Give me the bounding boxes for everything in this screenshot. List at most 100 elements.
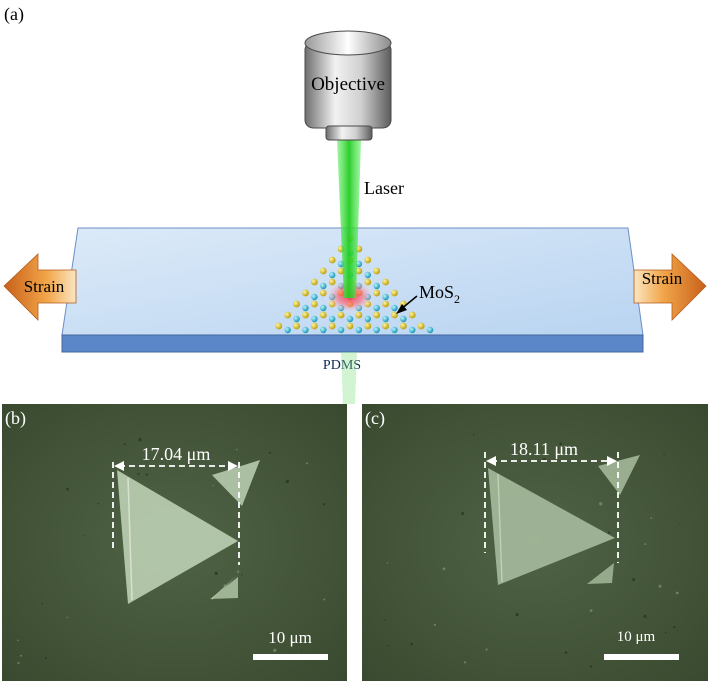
molybdenum-atom [302, 326, 309, 334]
flake-b-small-top [212, 460, 260, 506]
sulfur-atom [408, 311, 416, 319]
dust-speck [66, 616, 69, 618]
dust-speck [214, 571, 218, 575]
molybdenum-atom [382, 293, 389, 301]
molybdenum-atom [284, 326, 291, 334]
scale-bar-c-label: 10 μm [617, 629, 656, 645]
sulfur-atom [302, 289, 309, 297]
sulfur-atom [319, 311, 327, 319]
sulfur-atom [302, 311, 309, 319]
measure-c-arrowhead-right [607, 456, 617, 466]
molybdenum-atom [373, 282, 380, 290]
dust-speck [589, 609, 593, 612]
molybdenum-atom [373, 304, 380, 312]
dust-speck [564, 651, 568, 654]
mos2-pointer-head [396, 304, 407, 314]
dust-speck [20, 654, 22, 657]
laser-beam-through [341, 352, 357, 404]
measure-b-arrowhead-right [228, 461, 238, 471]
sulfur-atom [275, 322, 283, 330]
molybdenum-atom [355, 260, 363, 268]
sulfur-atom [355, 267, 363, 275]
dust-speck [464, 661, 467, 664]
molybdenum-atom [409, 326, 416, 334]
molybdenum-atom [320, 326, 327, 334]
dust-speck [17, 639, 19, 642]
sulfur-atom [382, 300, 389, 308]
dust-speck [138, 437, 142, 442]
flake-c-edge-line [497, 473, 503, 583]
flake-c-main [488, 468, 615, 585]
molybdenum-atom [391, 326, 398, 334]
dust-speck [461, 512, 465, 515]
molybdenum-atom [355, 326, 363, 334]
mos2-label: MoS2 [419, 282, 460, 306]
dust-speck [590, 665, 593, 668]
dust-speck [323, 598, 326, 601]
sulfur-atom [284, 311, 292, 319]
sulfur-atom [364, 322, 372, 330]
molybdenum-atom [329, 271, 336, 279]
laser-label: Laser [364, 178, 404, 198]
molybdenum-atom [302, 304, 309, 312]
objective-tip [325, 125, 373, 141]
scale-bar-c [604, 654, 679, 660]
micrograph-c-specks [384, 433, 681, 668]
sulfur-atom [391, 289, 398, 297]
strain-right-label: Strain [642, 269, 683, 288]
molybdenum-atom [329, 315, 336, 323]
dust-speck [17, 661, 20, 665]
molybdenum-atom [293, 315, 300, 323]
molybdenum-atom [337, 326, 345, 334]
sulfur-atom [417, 322, 425, 330]
panel-b-label: (b) [5, 408, 26, 429]
dust-speck [433, 623, 436, 627]
scale-bar-b [253, 654, 328, 660]
dust-speck [322, 503, 325, 506]
dust-speck [235, 448, 238, 451]
strain-left-label: Strain [24, 277, 65, 296]
sulfur-atom [293, 322, 300, 330]
dust-speck [305, 462, 308, 465]
molybdenum-atom [311, 293, 318, 301]
dust-speck [387, 644, 390, 647]
objective-label: Objective [311, 74, 385, 95]
dust-speck [658, 584, 662, 588]
sulfur-atom [311, 278, 318, 286]
laser-beam [337, 140, 361, 298]
dust-speck [137, 472, 140, 475]
sulfur-atom [382, 322, 389, 330]
sulfur-atom [311, 322, 318, 330]
dust-speck [384, 619, 387, 621]
flake-b-small-bottom-2 [210, 577, 238, 599]
micrograph-c: 18.11 μm 10 μm (c) [362, 404, 708, 681]
dust-speck [300, 650, 303, 652]
sulfur-atom [346, 322, 354, 330]
dust-speck [643, 614, 647, 619]
substrate-label: PDMS [323, 358, 361, 373]
strain-arrow-right-shape [633, 253, 707, 321]
measurement-b: 17.04 μm [142, 444, 211, 464]
dust-speck [285, 479, 289, 484]
sulfur-atom [391, 311, 398, 319]
dust-speck [97, 503, 100, 505]
dust-speck [644, 543, 647, 546]
objective-lens: Objective [304, 30, 392, 141]
sulfur-atom [355, 311, 363, 319]
molybdenum-atom [320, 282, 327, 290]
dust-speck [608, 531, 611, 534]
dust-speck [83, 534, 85, 536]
molybdenum-atom [391, 304, 398, 312]
dust-speck [145, 473, 148, 476]
sulfur-atom [328, 256, 336, 264]
dust-speck [44, 657, 47, 660]
micrograph-b: 17.04 μm 10 μm (b) [2, 404, 347, 681]
panel-a-label: (a) [4, 4, 24, 25]
dust-speck [679, 523, 681, 525]
dust-speck [241, 574, 243, 576]
sulfur-atom [373, 311, 381, 319]
dust-speck [485, 648, 488, 651]
dust-speck [664, 631, 667, 634]
sulfur-atom [364, 256, 372, 264]
